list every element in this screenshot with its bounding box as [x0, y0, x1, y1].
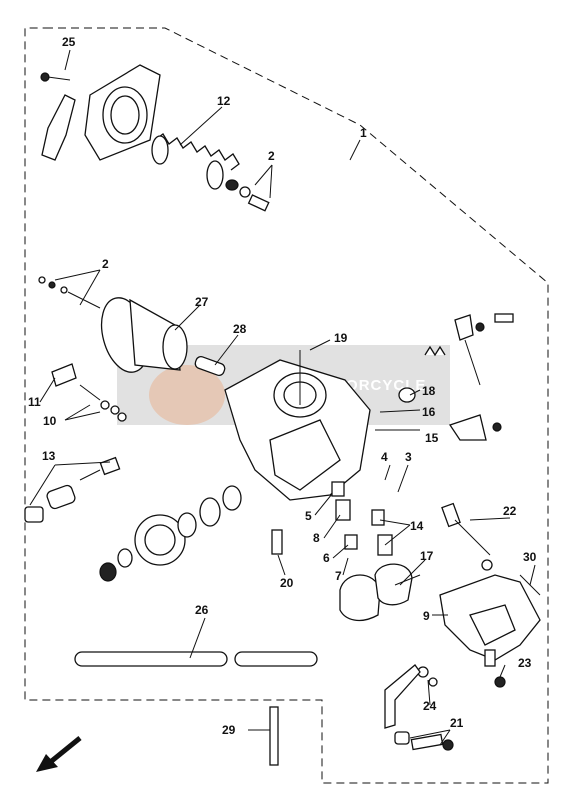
callout-7: 7: [335, 569, 342, 583]
watermark-logo: [149, 365, 225, 425]
callout-15: 15: [425, 431, 439, 445]
bracket-part: [448, 414, 502, 441]
throttle-lever-part: [454, 313, 514, 386]
callout-22: 22: [503, 504, 517, 518]
callout-2b: 2: [102, 257, 109, 271]
callout-9: 9: [423, 609, 430, 623]
drain-hose-part: [269, 706, 279, 766]
callout-16: 16: [422, 405, 436, 419]
callout-labels: 25 12 2 1 2 27 28 19 11 10 18 16 13 4 3 …: [28, 35, 537, 737]
callout-17: 17: [420, 549, 434, 563]
intake-flange-part: [40, 64, 161, 161]
callout-11: 11: [28, 395, 41, 409]
callout-4: 4: [381, 450, 388, 464]
pilot-screw-part: [51, 363, 127, 422]
callout-6: 6: [323, 551, 330, 565]
idle-spring-part: [398, 345, 446, 403]
needle-part: [194, 355, 226, 377]
float-part: [339, 563, 421, 622]
callout-1: 1: [360, 126, 367, 140]
callout-20: 20: [280, 576, 294, 590]
callout-3: 3: [405, 450, 412, 464]
assembly-boundary: [24, 27, 549, 784]
callout-14: 14: [410, 519, 424, 533]
carburetor-body: [224, 350, 371, 501]
leader-lines: [29, 49, 536, 746]
screw-set-lower: [38, 276, 101, 309]
callout-29: 29: [222, 723, 236, 737]
callout-25: 25: [62, 35, 76, 49]
callout-24: 24: [423, 699, 437, 713]
callout-23: 23: [518, 656, 532, 670]
callout-8: 8: [313, 531, 320, 545]
accelerator-pump-part: [99, 485, 242, 582]
callout-12: 12: [217, 94, 231, 108]
callout-19: 19: [334, 331, 348, 345]
callout-2a: 2: [268, 149, 275, 163]
callout-5: 5: [305, 509, 312, 523]
callout-21: 21: [450, 716, 464, 730]
diaphragm-piston-part: [100, 297, 188, 373]
callout-28: 28: [233, 322, 247, 336]
callout-27: 27: [195, 295, 209, 309]
spring-part: [151, 133, 240, 190]
callout-18: 18: [422, 384, 436, 398]
callout-10: 10: [43, 414, 57, 428]
starter-plunger-part: [24, 456, 121, 523]
float-valve-part: [441, 502, 493, 571]
callout-30: 30: [523, 550, 537, 564]
adjust-screw-part: [394, 731, 454, 751]
callout-26: 26: [195, 603, 209, 617]
callout-13: 13: [42, 449, 56, 463]
direction-arrow-icon: [36, 736, 82, 772]
vent-tube-part: [74, 651, 318, 667]
float-bowl-part: [439, 574, 541, 667]
drain-screw-part: [494, 676, 506, 688]
link-bracket-part: [384, 664, 438, 729]
screw-set-upper: [225, 179, 270, 212]
